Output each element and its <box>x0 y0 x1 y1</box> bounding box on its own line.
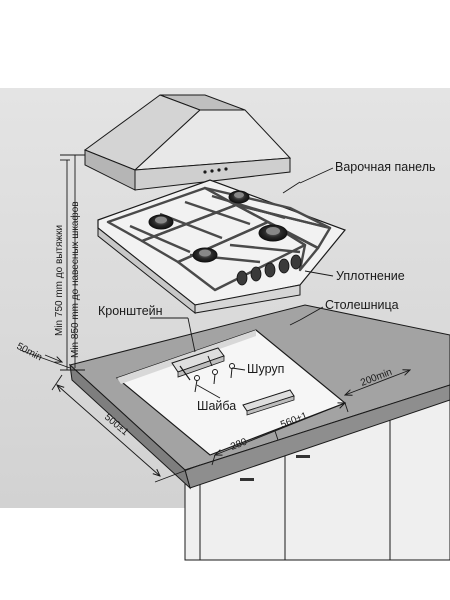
dimension-lines <box>19 349 410 483</box>
height-dimension <box>60 154 85 371</box>
control-knobs <box>236 254 302 286</box>
label-countertop: Столешница <box>325 298 399 312</box>
dim-min-cabinet: Min 850 mm до навесных шкафов <box>69 201 81 358</box>
screws <box>194 363 235 393</box>
range-hood <box>83 94 292 191</box>
label-seal: Уплотнение <box>336 269 405 283</box>
bracket <box>171 347 225 381</box>
gas-hob <box>97 179 346 315</box>
label-washer: Шайба <box>197 399 236 413</box>
label-bracket: Кронштейн <box>98 304 163 318</box>
dim-min-hood: Min 750 mm до вытяжки <box>54 225 65 336</box>
hob-grates <box>106 186 332 292</box>
label-screw: Шуруп <box>247 362 284 376</box>
label-hob: Варочная панель <box>335 160 436 174</box>
leader-lines <box>150 167 334 399</box>
